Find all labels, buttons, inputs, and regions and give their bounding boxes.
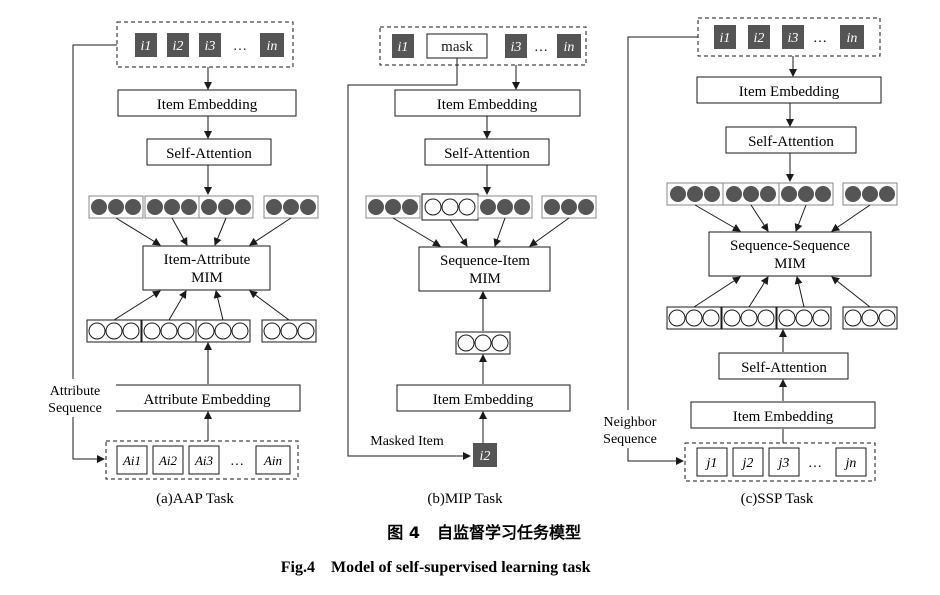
ssp-item-label: in bbox=[847, 31, 858, 46]
mip-item-label: i3 bbox=[511, 40, 522, 55]
mip-item-embedding-top-label: Item Embedding bbox=[437, 97, 538, 113]
figure-caption: 图 4 自监督学习任务模型 Fig.4 Model of self-superv… bbox=[281, 523, 591, 576]
aap-attribute-label: Ain bbox=[263, 453, 282, 468]
aap-attribute-embedding-box bbox=[113, 384, 301, 412]
aap-item-label: i3 bbox=[205, 39, 216, 54]
mip-masked-item-text: Masked Item bbox=[370, 434, 444, 449]
ssp-neighbor-label: j3 bbox=[777, 456, 790, 471]
ssp-item-embedding-top-label: Item Embedding bbox=[739, 84, 840, 100]
ssp-self-attention-top-label: Self-Attention bbox=[748, 134, 834, 150]
caption-en-text: Model of self-supervised learning task bbox=[331, 559, 591, 576]
mip-masked-item-label: i2 bbox=[480, 449, 491, 464]
aap-mim-label-1: Item-Attribute bbox=[164, 252, 251, 268]
ssp-neighbor-ellipsis: … bbox=[808, 456, 822, 471]
aap-item-label: i1 bbox=[141, 39, 152, 54]
aap-item-embedding-label: Item Embedding bbox=[157, 97, 258, 113]
panel-ssp: i1 i2 i3 … in Item Embedding Self-Attent… bbox=[596, 17, 898, 507]
mip-embedding-groups bbox=[365, 193, 597, 221]
mip-mask-label: mask bbox=[441, 39, 473, 55]
ssp-self-attention-bottom-label: Self-Attention bbox=[741, 360, 827, 376]
aap-task-label: (a)AAP Task bbox=[156, 491, 234, 507]
aap-mim-label-2: MIM bbox=[191, 270, 223, 286]
aap-open-embedding-groups bbox=[86, 319, 317, 343]
ssp-mim-label-1: Sequence-Sequence bbox=[730, 238, 850, 254]
mip-self-attention-label: Self-Attention bbox=[444, 146, 530, 162]
ssp-item-ellipsis: … bbox=[813, 31, 827, 46]
mip-self-attention-box bbox=[424, 138, 550, 166]
aap-item-ellipsis: … bbox=[233, 39, 247, 54]
aap-self-attention-label: Self-Attention bbox=[166, 146, 252, 162]
aap-filled-embedding-groups bbox=[88, 195, 319, 219]
panel-mip: i1 mask i3 … in Item Embedding Self-Atte… bbox=[347, 26, 597, 507]
ssp-self-attention-top-box bbox=[725, 126, 857, 154]
ssp-filled-embedding-groups bbox=[666, 182, 898, 206]
aap-attribute-label: Ai3 bbox=[194, 453, 214, 468]
aap-item-label: i2 bbox=[173, 39, 184, 54]
aap-attribute-embedding-label: Attribute Embedding bbox=[143, 392, 271, 408]
ssp-neighbor-label: j2 bbox=[741, 456, 754, 471]
aap-item-label: in bbox=[267, 39, 278, 54]
aap-item-box bbox=[135, 33, 157, 57]
mip-open-embedding-group bbox=[455, 331, 511, 355]
ssp-self-attention-bottom-box bbox=[718, 352, 849, 380]
panel-aap: i1 i2 i3 … in Item Embedding Self-Attent… bbox=[44, 21, 319, 507]
ssp-item-embedding-top-box bbox=[696, 76, 882, 104]
ssp-side-label-1: Neighbor bbox=[604, 415, 657, 430]
mip-mim-label-2: MIM bbox=[469, 271, 501, 287]
ssp-neighbor-label: j1 bbox=[705, 456, 718, 471]
ssp-item-embedding-bottom-box bbox=[690, 401, 876, 429]
aap-item-box bbox=[167, 33, 189, 57]
aap-side-label-2: Sequence bbox=[48, 401, 102, 416]
mip-item-sequence bbox=[379, 26, 587, 66]
aap-mim-box bbox=[142, 245, 271, 291]
ssp-mim-label-2: MIM bbox=[774, 256, 806, 272]
ssp-item-label: i2 bbox=[754, 31, 765, 46]
ssp-mim-box bbox=[708, 231, 872, 277]
mip-task-label: (b)MIP Task bbox=[427, 491, 503, 507]
ssp-item-label: i1 bbox=[720, 31, 731, 46]
aap-side-label-1: Attribute bbox=[50, 384, 101, 399]
mip-mim-label-1: Sequence-Item bbox=[440, 253, 530, 269]
mip-item-label: in bbox=[564, 40, 575, 55]
ssp-neighbor-label: jn bbox=[844, 456, 857, 471]
caption-zh-text: 自监督学习任务模型 bbox=[437, 523, 581, 542]
caption-en-label: Fig.4 bbox=[281, 559, 315, 576]
aap-attribute-sequence bbox=[105, 440, 299, 480]
mip-item-embedding-bottom-label: Item Embedding bbox=[433, 392, 534, 408]
mip-item-label: i1 bbox=[398, 40, 409, 55]
ssp-open-embedding-groups bbox=[666, 306, 898, 330]
aap-self-attention-box bbox=[146, 138, 272, 166]
aap-attribute-label: Ai1 bbox=[122, 453, 141, 468]
mip-masked-item-box bbox=[473, 443, 497, 467]
caption-zh-label: 图 4 bbox=[387, 523, 420, 542]
aap-item-embedding-box bbox=[117, 89, 297, 117]
mip-mim-box bbox=[418, 246, 551, 292]
aap-item-box bbox=[199, 33, 221, 57]
ssp-task-label: (c)SSP Task bbox=[741, 491, 814, 507]
aap-attribute-ellipsis: … bbox=[230, 454, 244, 469]
aap-item-sequence bbox=[116, 21, 294, 68]
ssp-side-label-2: Sequence bbox=[603, 432, 657, 447]
ssp-neighbor-sequence bbox=[684, 442, 876, 482]
ssp-item-embedding-bottom-label: Item Embedding bbox=[733, 409, 834, 425]
aap-attribute-label: Ai2 bbox=[158, 453, 178, 468]
aap-item-box bbox=[260, 33, 284, 57]
ssp-item-label: i3 bbox=[788, 31, 799, 46]
mip-item-embedding-bottom-box bbox=[396, 384, 571, 412]
mip-item-ellipsis: … bbox=[534, 40, 548, 55]
